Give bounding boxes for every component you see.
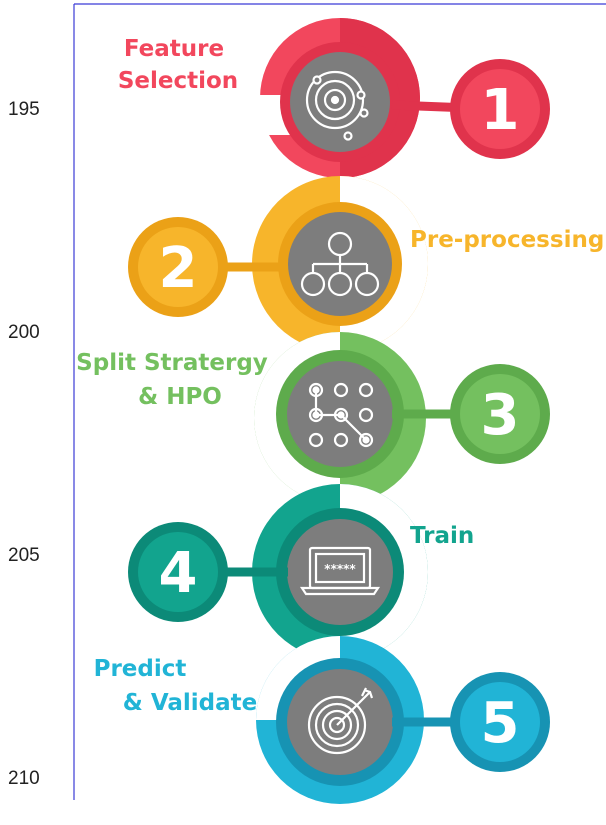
tick-label-200: 200 bbox=[8, 322, 40, 343]
hierarchy-icon bbox=[300, 231, 380, 297]
laptop-password-icon: ***** bbox=[299, 546, 381, 596]
step-2-number-disc bbox=[138, 227, 218, 307]
step-2-number: 2 bbox=[159, 236, 198, 301]
step-4: 4 ***** Train bbox=[128, 484, 474, 660]
step-5-label: Predict & Validate bbox=[94, 656, 258, 716]
orbit-icon bbox=[305, 70, 369, 141]
laptop-screen-text: ***** bbox=[324, 562, 356, 576]
tick-label-205: 205 bbox=[8, 545, 40, 566]
tick-label-195: 195 bbox=[8, 99, 40, 120]
step-2: 2 Pre-processing bbox=[128, 176, 604, 352]
step-4-number: 4 bbox=[159, 541, 198, 606]
target-arrow-icon bbox=[307, 687, 374, 755]
step-2-label: Pre-processing bbox=[410, 227, 604, 253]
step-3-number-disc bbox=[460, 374, 540, 454]
pattern-grid-icon bbox=[308, 382, 374, 448]
step-1: 1 Feature Selection bbox=[118, 18, 550, 178]
step-1-label: Feature Selection bbox=[118, 36, 238, 94]
step-4-label: Train bbox=[410, 523, 474, 549]
step-1-number: 1 bbox=[481, 78, 520, 143]
step-4-number-disc bbox=[138, 532, 218, 612]
step-3: 3 Split Stratergy & HPO bbox=[76, 332, 550, 504]
step-5: 5 Predict & Validate bbox=[94, 636, 550, 804]
step-4-icon-disc bbox=[287, 519, 393, 625]
step-5-number-disc bbox=[460, 682, 540, 762]
step-3-number: 3 bbox=[481, 383, 520, 448]
step-5-number: 5 bbox=[481, 691, 520, 756]
step-1-number-disc bbox=[460, 69, 540, 149]
step-3-label: Split Stratergy & HPO bbox=[76, 350, 276, 410]
step-1-icon-disc bbox=[290, 52, 390, 152]
tick-label-210: 210 bbox=[8, 768, 40, 789]
